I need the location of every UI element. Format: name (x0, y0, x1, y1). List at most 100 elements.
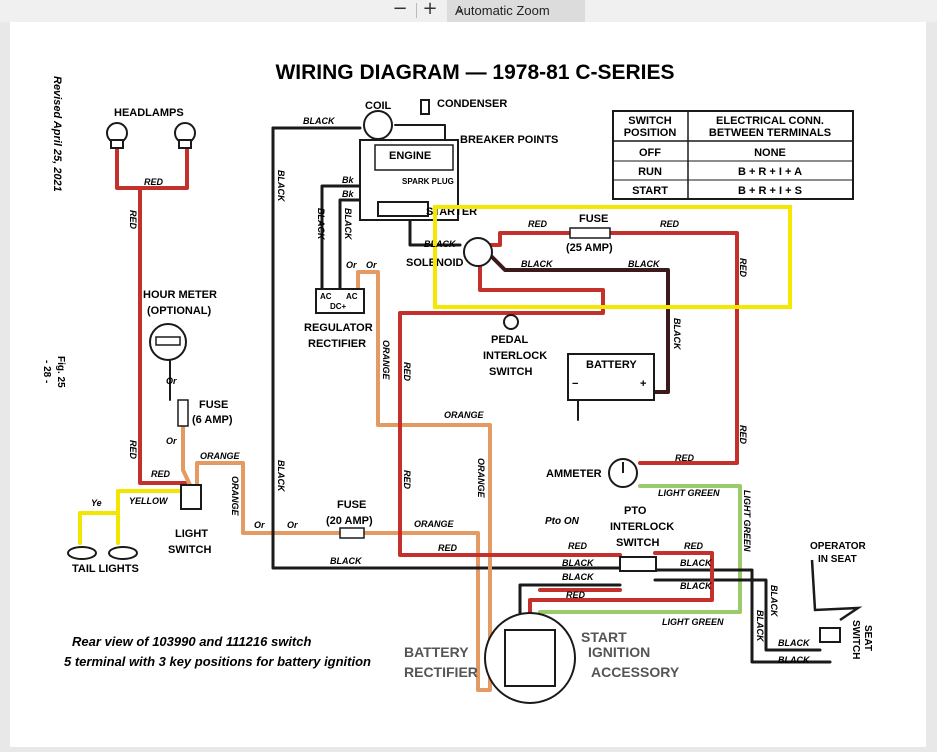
diagram-title: WIRING DIAGRAM — 1978-81 C-SERIES (275, 61, 674, 84)
label-pto-on: Pto ON (545, 516, 580, 527)
ignition-switch-icon (484, 612, 576, 704)
table-header-switch: SWITCH (628, 115, 671, 127)
label-start-terminal: START (581, 629, 627, 645)
note-line-1: Rear view of 103990 and 111216 switch (72, 634, 311, 649)
label-accessory-terminal: ACCESSORY (591, 664, 680, 680)
label-battery: BATTERY (586, 359, 637, 371)
label-fuse-20-amp: (20 AMP) (326, 515, 373, 527)
label-battery-plus: + (640, 378, 646, 390)
label-ammeter: AMMETER (546, 468, 602, 480)
wire-label-orange: ORANGE (381, 340, 391, 380)
zoom-in-button[interactable]: + (422, 0, 438, 19)
label-pto-1: PTO (624, 505, 647, 517)
wire-label-black: BLACK (680, 581, 713, 591)
chevron-down-icon: ⌄ (455, 1, 466, 15)
zoom-select-value: Automatic Zoom (455, 3, 550, 18)
wire-label-red: RED (128, 440, 138, 460)
label-battery-terminal: BATTERY (404, 644, 469, 660)
ignition-switch-body (504, 629, 556, 687)
label-hour-meter-optional: (OPTIONAL) (147, 305, 211, 317)
label-coil: COIL (365, 100, 392, 112)
wire-label-yellow: YELLOW (129, 496, 169, 506)
wire-label-black: BLACK (303, 116, 336, 126)
table-header-between: BETWEEN TERMINALS (709, 127, 831, 139)
wire-label-orange: ORANGE (444, 410, 484, 420)
label-engine: ENGINE (389, 150, 431, 162)
fuse-6-icon (177, 399, 189, 427)
wire-label-orange: ORANGE (230, 476, 240, 516)
label-light-switch-2: SWITCH (168, 544, 211, 556)
wire-black-main (271, 126, 622, 570)
seat-switch-icon (819, 627, 841, 643)
label-headlamps: HEADLAMPS (114, 107, 184, 119)
hour-meter-display (155, 336, 181, 346)
regulator-icon (315, 288, 365, 314)
label-fuse-20: FUSE (337, 499, 366, 511)
wire-label-red: RED (568, 541, 588, 551)
revised-date: Revised April 25, 2021 (51, 76, 63, 192)
label-light-switch-1: LIGHT (175, 528, 208, 540)
label-operator-1: OPERATOR (810, 541, 867, 552)
label-pedal-3: SWITCH (489, 366, 532, 378)
zoom-select[interactable]: Automatic Zoom ⌄ (447, 0, 585, 22)
wire-orange-rectifier (356, 270, 492, 690)
wire-label-black: BLACK (521, 259, 554, 269)
wire-label-black: BLACK (628, 259, 661, 269)
table-cell: OFF (639, 147, 661, 159)
headlamp-left (106, 122, 128, 149)
wire-label-black: BLACK (316, 208, 326, 241)
wire-label-black: BLACK (562, 558, 595, 568)
pdf-toolbar: − + Automatic Zoom ⌄ (0, 0, 937, 22)
wire-label-black: BLACK (276, 170, 286, 203)
battery-icon (567, 353, 655, 401)
wire-label-black: BLACK (562, 572, 595, 582)
wire-label-black: BLACK (778, 638, 811, 648)
wire-red-ammeter (608, 231, 739, 465)
wire-coil-breaker (394, 124, 446, 141)
wire-red-fuse25-a (478, 231, 572, 247)
wire-black-seat1 (653, 568, 832, 664)
label-seat-switch-2: SWITCH (850, 620, 861, 659)
table-cell: START (632, 185, 668, 197)
wire-label-red: RED (684, 541, 704, 551)
zoom-out-button[interactable]: − (392, 0, 408, 19)
wire-label-black: BLACK (276, 460, 286, 493)
wire-label-red: RED (528, 219, 548, 229)
label-fuse-25-amp: (25 AMP) (566, 242, 613, 254)
label-rectifier: RECTIFIER (308, 338, 366, 350)
wire-label-ye: Ye (91, 498, 102, 508)
wire-label-light-green: LIGHT GREEN (658, 488, 720, 498)
label-pedal-2: INTERLOCK (483, 350, 547, 362)
label-pto-3: SWITCH (616, 537, 659, 549)
coil-icon (363, 110, 393, 140)
wire-label-black: BLACK (672, 318, 682, 351)
table-header-electrical: ELECTRICAL CONN. (716, 115, 824, 127)
wire-label-or: Or (166, 436, 177, 446)
wire-label-or: Or (346, 260, 357, 270)
headlamp-right (174, 122, 196, 149)
highlight-box (433, 205, 792, 309)
wire-label-red: RED (566, 590, 586, 600)
fuse-20-icon (339, 527, 365, 539)
label-reg-ac2: AC (346, 292, 358, 301)
toolbar-separator (416, 3, 417, 18)
label-operator-2: IN SEAT (818, 554, 857, 565)
wire-orange-lightswitch (195, 461, 342, 535)
wire-orange-fuse20 (358, 531, 492, 692)
wire-red-pedal (398, 263, 622, 557)
label-battery-minus: − (572, 378, 578, 390)
wire-label-or: Or (166, 376, 177, 386)
wire-label-red: RED (144, 177, 164, 187)
starter-icon (377, 201, 429, 217)
label-pto-2: INTERLOCK (610, 521, 674, 533)
pedal-interlock-icon (503, 314, 519, 330)
label-condenser: CONDENSER (437, 98, 507, 110)
note-line-2: 5 terminal with 3 key positions for batt… (64, 654, 371, 669)
wire-label-or: Or (287, 520, 298, 530)
light-switch-icon (180, 484, 202, 510)
tail-light-right (108, 546, 138, 560)
label-fuse-6-amp: (6 AMP) (192, 414, 233, 426)
engine-inner (374, 144, 454, 171)
label-rectifier-terminal: RECTIFIER (404, 664, 478, 680)
wire-label-light-green: LIGHT GREEN (742, 490, 752, 552)
